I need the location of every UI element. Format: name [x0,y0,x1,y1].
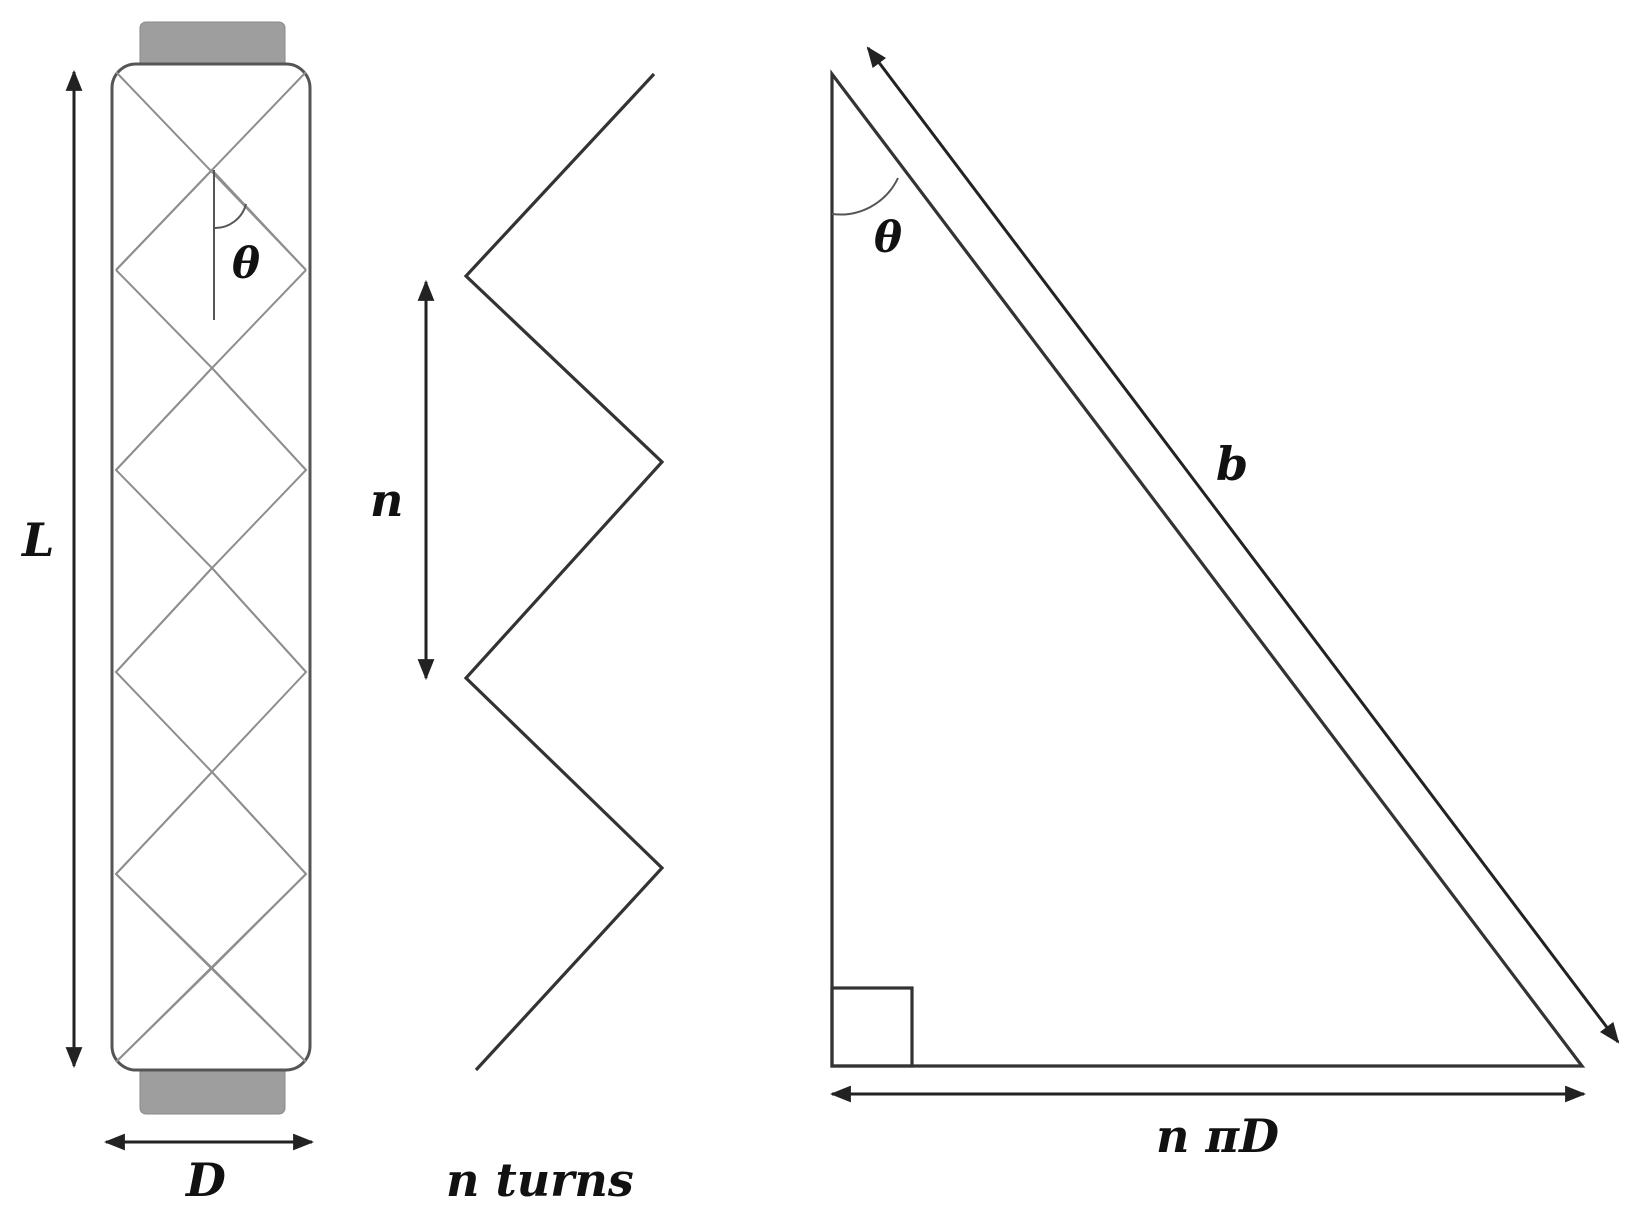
cylinder-angle-label: θ [232,239,260,288]
right-angle-marker [830,986,914,1068]
pitch-label: n [370,473,403,527]
base-label: n πD [1156,1109,1279,1163]
cylinder-wrap-lines [114,71,308,1063]
cylinder-top-cap [139,21,286,69]
right-triangle [830,69,1586,1068]
triangle-angle-arc [831,177,899,216]
unrolled-helix-zigzag [463,72,665,1072]
length-label: L [20,513,54,567]
cylinder-angle-arc [213,203,247,230]
cylinder-panel: θ L D [20,21,315,1207]
hypotenuse-label: b [1216,437,1248,491]
turns-caption: n turns [446,1153,634,1207]
hypotenuse-dimension-arrow [866,46,1620,1044]
diameter-label: D [184,1153,226,1207]
triangle-angle-label: θ [874,213,902,262]
triangle-panel: θ b n πD [829,46,1620,1163]
zigzag-panel: n n turns [370,72,665,1207]
cylinder-bottom-cap [139,1065,286,1115]
